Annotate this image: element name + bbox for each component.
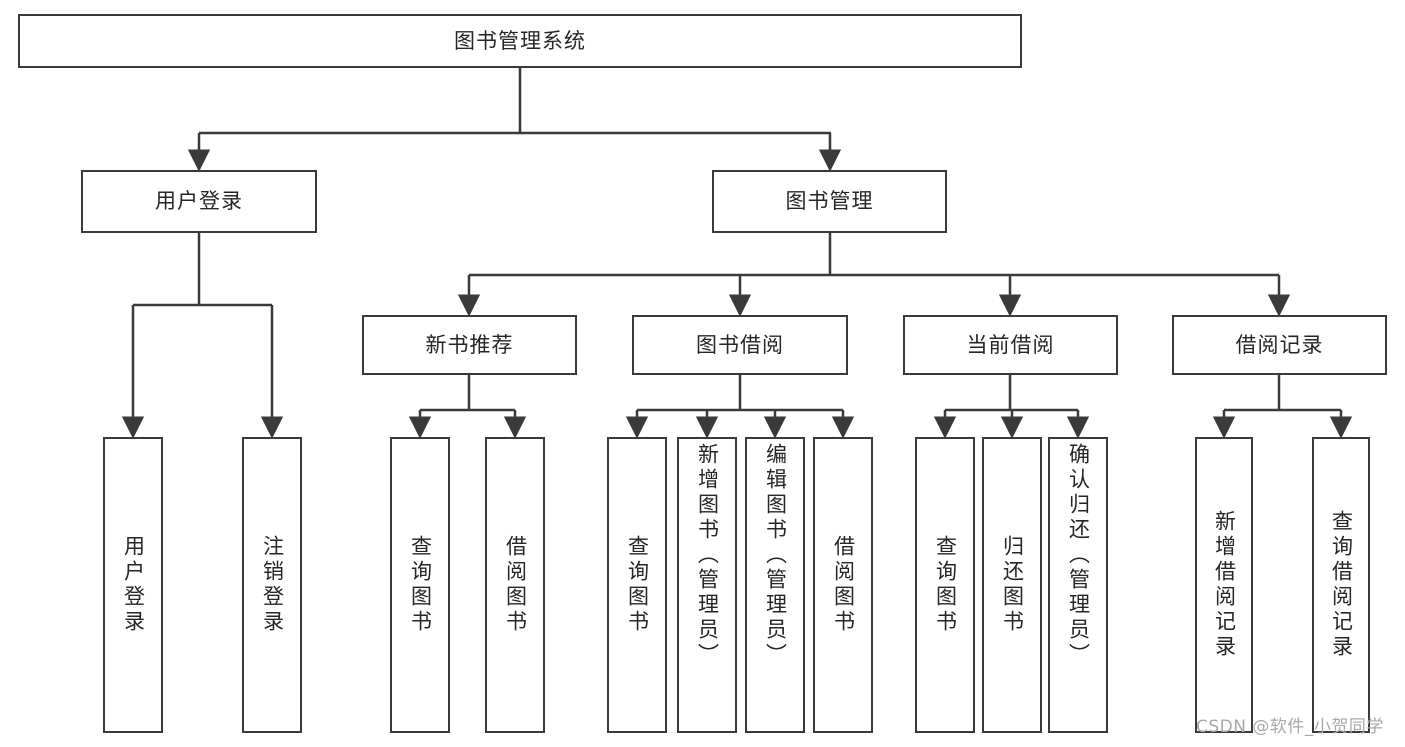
node-borrow-record[interactable]: 借阅记录 (1172, 315, 1387, 375)
leaf-node[interactable]: 用户登录 (103, 437, 163, 733)
leaf-node-label: 借阅图书 (503, 535, 528, 635)
leaf-node[interactable]: 新增图书（管理员） (677, 437, 737, 733)
node-user-login-label: 用户登录 (155, 189, 243, 214)
leaf-node-label: 查询借阅记录 (1329, 510, 1354, 660)
leaf-node[interactable]: 查询图书 (607, 437, 667, 733)
leaf-node[interactable]: 借阅图书 (485, 437, 545, 733)
leaf-node[interactable]: 编辑图书（管理员） (745, 437, 805, 733)
csdn-watermark: CSDN @软件_小贺同学 (1196, 717, 1384, 737)
node-new-book-recommend-label: 新书推荐 (425, 332, 514, 357)
leaf-node[interactable]: 注销登录 (242, 437, 302, 733)
node-borrow-record-label: 借阅记录 (1235, 332, 1324, 357)
node-book-borrow[interactable]: 图书借阅 (632, 315, 848, 375)
node-root-label: 图书管理系统 (454, 28, 586, 53)
leaf-node-label: 查询图书 (933, 535, 958, 635)
node-book-management-label: 图书管理 (785, 189, 874, 214)
node-current-borrow[interactable]: 当前借阅 (903, 315, 1118, 375)
node-root[interactable]: 图书管理系统 (18, 14, 1022, 68)
leaf-node-label: 确认归还（管理员） (1066, 443, 1091, 668)
node-book-management[interactable]: 图书管理 (712, 170, 947, 233)
leaf-node[interactable]: 确认归还（管理员） (1048, 437, 1108, 733)
leaf-node-label: 归还图书 (1000, 535, 1025, 635)
leaf-node[interactable]: 查询图书 (915, 437, 975, 733)
node-new-book-recommend[interactable]: 新书推荐 (362, 315, 577, 375)
leaf-node-label: 注销登录 (260, 535, 285, 635)
leaf-node-label: 新增图书（管理员） (695, 443, 720, 668)
leaf-node[interactable]: 新增借阅记录 (1195, 437, 1253, 733)
leaf-node[interactable]: 查询图书 (390, 437, 450, 733)
leaf-node-label: 编辑图书（管理员） (763, 443, 788, 668)
leaf-node-label: 查询图书 (625, 535, 650, 635)
node-book-borrow-label: 图书借阅 (696, 332, 784, 357)
leaf-node-label: 用户登录 (121, 535, 146, 635)
leaf-node[interactable]: 查询借阅记录 (1312, 437, 1370, 733)
node-user-login[interactable]: 用户登录 (81, 170, 317, 233)
node-current-borrow-label: 当前借阅 (966, 332, 1055, 357)
leaf-node-label: 查询图书 (408, 535, 433, 635)
leaf-node[interactable]: 归还图书 (982, 437, 1042, 733)
leaf-node-label: 新增借阅记录 (1212, 510, 1237, 660)
leaf-node[interactable]: 借阅图书 (813, 437, 873, 733)
leaf-node-label: 借阅图书 (831, 535, 856, 635)
